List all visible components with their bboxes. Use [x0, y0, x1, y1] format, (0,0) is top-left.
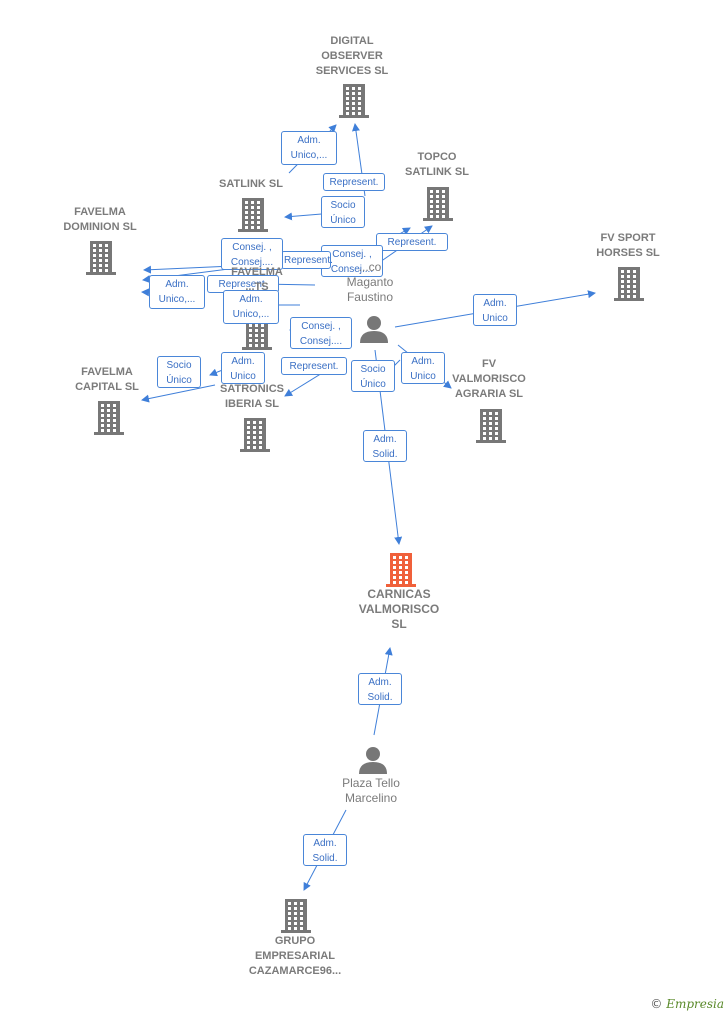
- building-icon[interactable]: [476, 409, 506, 443]
- copyright-icon: ©: [650, 997, 663, 1011]
- company-name-label[interactable]: GRUPO EMPRESARIAL CAZAMARCE96...: [248, 935, 342, 977]
- edge-label[interactable]: Adm. Unico,...: [149, 275, 205, 309]
- edge-label[interactable]: Socio Único: [157, 356, 201, 388]
- company-name-label[interactable]: FV SPORT HORSES SL: [596, 232, 660, 259]
- edge-label[interactable]: Consej. , Consej....: [321, 245, 383, 277]
- edge-label[interactable]: Adm. Unico,...: [223, 290, 279, 324]
- edge-label[interactable]: Represent.: [281, 357, 347, 375]
- edge-label[interactable]: Socio Único: [321, 196, 365, 228]
- company-name-label[interactable]: FAVELMA CAPITAL SL: [75, 366, 139, 393]
- edge-label[interactable]: Adm. Unico: [401, 352, 445, 384]
- building-icon[interactable]: [423, 187, 453, 221]
- person-icon[interactable]: [360, 316, 388, 343]
- edge-label[interactable]: Consej. , Consej....: [221, 238, 283, 270]
- building-icon[interactable]: [614, 267, 644, 301]
- edge-label[interactable]: Adm. Solid.: [358, 673, 402, 705]
- company-name-label[interactable]: SATLINK SL: [219, 178, 283, 190]
- edge-label[interactable]: Adm. Unico: [473, 294, 517, 326]
- edge-line: [141, 384, 216, 403]
- company-name-label[interactable]: DIGITAL OBSERVER SERVICES SL: [315, 35, 389, 77]
- person-icon[interactable]: [359, 747, 387, 774]
- edge-label[interactable]: Socio Único: [351, 360, 395, 392]
- building-icon[interactable]: [94, 401, 124, 435]
- edge-label[interactable]: Adm. Solid.: [363, 430, 407, 462]
- company-name-label[interactable]: TOPCO SATLINK SL: [405, 151, 469, 178]
- building-icon[interactable]: [281, 899, 311, 933]
- edge-label[interactable]: Represent.: [323, 173, 385, 191]
- company-name-label[interactable]: SATRONICS IBERIA SL: [220, 383, 284, 410]
- company-name-label[interactable]: CARNICAS VALMORISCO SL: [358, 587, 440, 631]
- edge-label[interactable]: Adm. Solid.: [303, 834, 347, 866]
- focus-building-icon[interactable]: [386, 553, 416, 587]
- company-name-label[interactable]: FAVELMA ...TS: [231, 266, 283, 293]
- building-icon[interactable]: [86, 241, 116, 275]
- person-name-label[interactable]: ...co Maganto Faustino: [346, 260, 394, 304]
- company-name-label[interactable]: FV VALMORISCO AGRARIA SL: [452, 358, 526, 400]
- building-icon[interactable]: [238, 198, 268, 232]
- brand-name: Empresia: [666, 997, 724, 1011]
- brand-watermark: © Empresia: [650, 997, 724, 1011]
- edge-label[interactable]: Adm. Unico,...: [281, 131, 337, 165]
- company-name-label[interactable]: FAVELMA DOMINION SL: [63, 206, 137, 233]
- edge-label[interactable]: Consej. , Consej....: [290, 317, 352, 349]
- building-icon[interactable]: [339, 84, 369, 118]
- edge-label[interactable]: Adm. Unico: [221, 352, 265, 384]
- edge-label[interactable]: Represent.: [281, 251, 333, 269]
- person-name-label[interactable]: Plaza Tello Marcelino: [342, 776, 400, 805]
- edge-label[interactable]: Represent.: [376, 233, 448, 251]
- building-icon[interactable]: [240, 418, 270, 452]
